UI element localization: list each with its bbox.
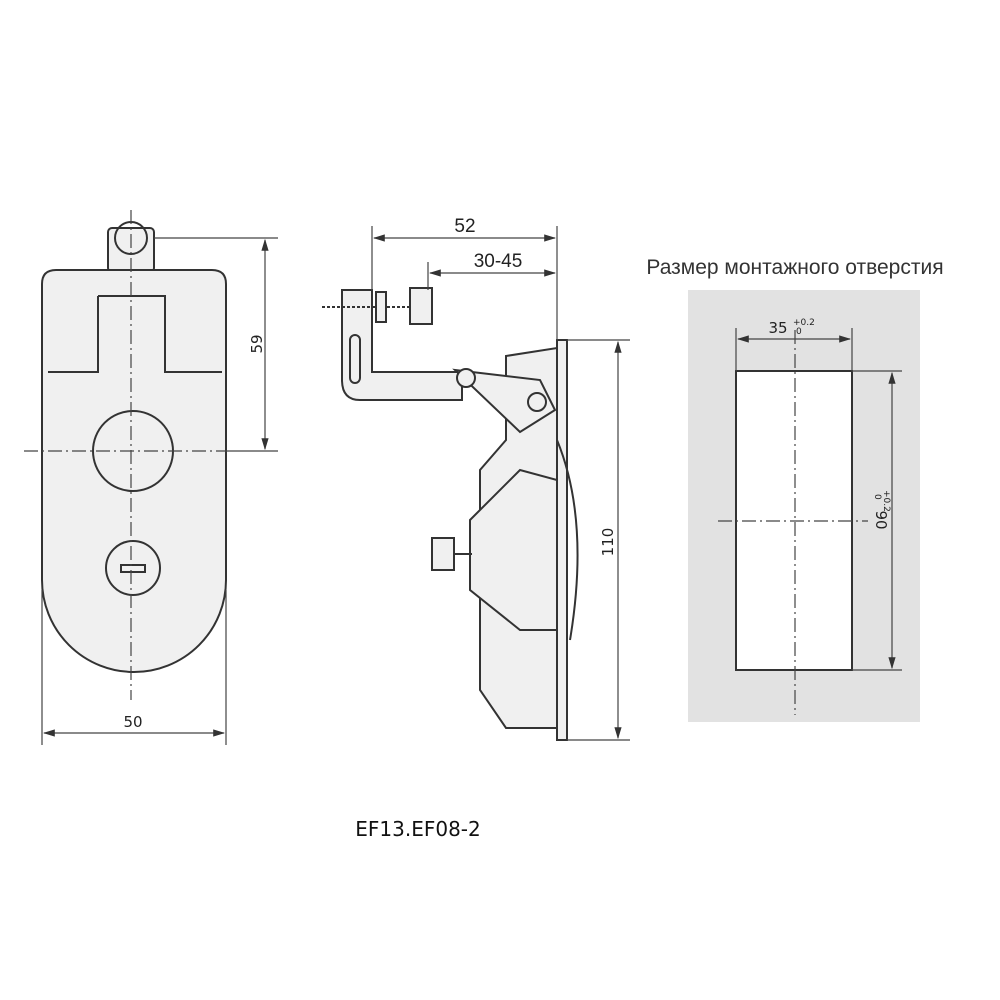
width-tol-upper: +0.2	[793, 318, 815, 328]
cam-arm	[341, 289, 463, 401]
front-view: 59 50	[24, 210, 278, 745]
height-tol-upper: +0.2	[881, 490, 891, 512]
model-caption: EF13.EF08-2	[355, 817, 480, 841]
mounting-plate	[556, 339, 568, 741]
width-tol-lower: 0	[796, 327, 802, 337]
grip-nut	[409, 287, 433, 325]
side-height-dim: 110	[599, 528, 617, 557]
side-view: 52 30-45 110	[322, 216, 630, 741]
linkage	[452, 368, 557, 434]
cutout-view: Размер монтажного отверстия 35 +0.2 0 90…	[646, 256, 944, 722]
depth-dim: 52	[454, 216, 475, 237]
key-cylinder	[105, 540, 161, 596]
height-tol-lower: 0	[872, 494, 882, 500]
adjust-nut	[431, 537, 455, 571]
lock-housing	[469, 468, 558, 631]
grip-range-dim: 30-45	[474, 251, 523, 272]
cutout-width-dim: 35	[768, 319, 787, 337]
cutout-height-dim: 90	[872, 510, 890, 529]
front-width-dim: 50	[123, 713, 142, 731]
cutout-title: Размер монтажного отверстия	[646, 256, 943, 279]
front-height-dim: 59	[248, 334, 266, 353]
